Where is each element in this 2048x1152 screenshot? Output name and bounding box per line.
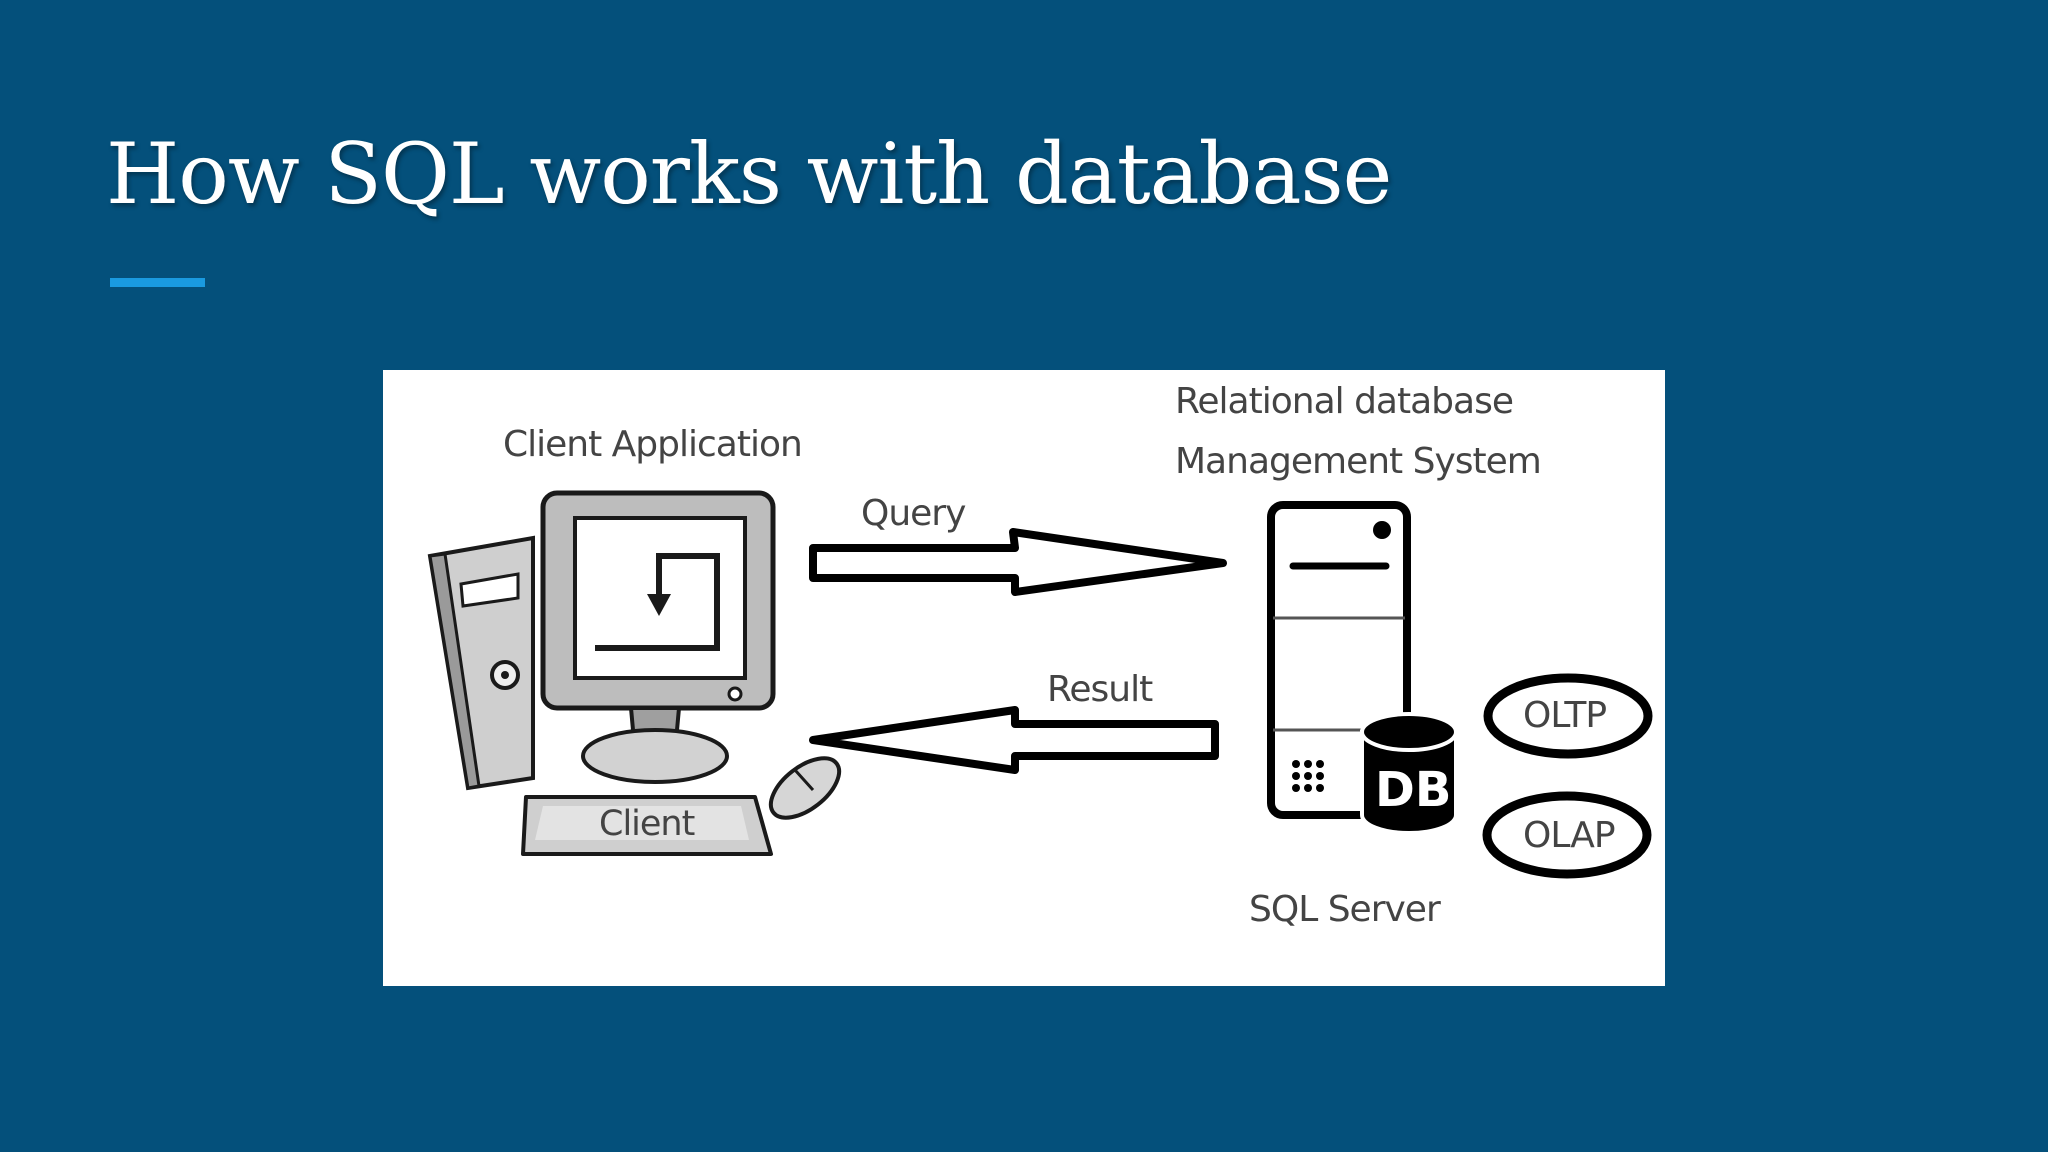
query-label: Query (861, 493, 966, 534)
client-application-label: Client Application (503, 424, 803, 465)
oltp-label: OLTP (1523, 695, 1607, 736)
db-label: DB (1375, 762, 1452, 818)
rdbms-label-line1: Relational database (1175, 381, 1514, 422)
olap-label: OLAP (1523, 815, 1616, 856)
arrow-left-icon (809, 706, 1219, 774)
result-label: Result (1047, 669, 1153, 710)
oltp-ellipse (1483, 673, 1653, 759)
arrow-right-icon (809, 528, 1227, 596)
database-cylinder-icon (1360, 712, 1458, 835)
diagram-panel: Client Application Client Query Result R… (383, 370, 1665, 986)
diagram-graphics (427, 490, 1653, 879)
title-accent-bar (110, 278, 205, 287)
mouse-icon (768, 756, 842, 820)
client-label: Client (599, 804, 695, 844)
sql-server-label: SQL Server (1249, 889, 1441, 930)
olap-ellipse (1482, 791, 1652, 879)
desktop-computer-icon (427, 490, 842, 856)
rdbms-label-line2: Management System (1175, 441, 1542, 482)
slide-title: How SQL works with database (106, 125, 1392, 223)
tower-icon (427, 535, 535, 791)
